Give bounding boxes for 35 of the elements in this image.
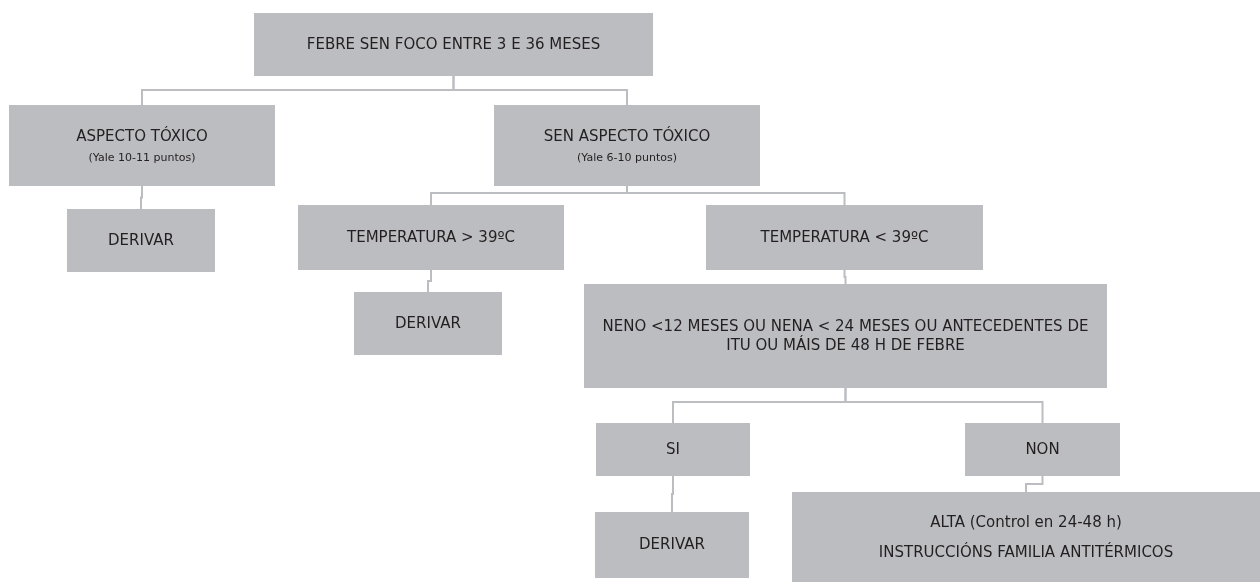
process-box xyxy=(67,209,215,272)
process-box xyxy=(494,105,760,186)
process-box xyxy=(9,105,275,186)
connector-line xyxy=(1025,475,1044,493)
process-box xyxy=(706,205,983,270)
box-heading: ASPECTO TÓXICO xyxy=(76,127,208,147)
connector-line xyxy=(626,185,846,206)
process-box xyxy=(595,512,749,578)
box-heading: FEBRE SEN FOCO ENTRE 3 E 36 MESES xyxy=(306,34,601,55)
process-box xyxy=(965,423,1120,476)
box-heading: SI xyxy=(666,439,680,460)
process-box xyxy=(298,205,564,270)
connector-line xyxy=(140,185,143,210)
box-heading: TEMPERATURA > 39ºC xyxy=(347,227,515,248)
box-heading: DERIVAR xyxy=(639,535,705,555)
connector-line xyxy=(843,269,847,285)
process-box xyxy=(584,284,1107,388)
box-heading: TEMPERATURA < 39ºC xyxy=(760,227,929,248)
box-heading: NON xyxy=(1025,439,1060,460)
box-note: (Yale 10-11 puntos) xyxy=(88,150,196,164)
process-box xyxy=(792,492,1260,582)
box-note: INSTRUCCIÓNS FAMILIA ANTITÉRMICOS xyxy=(878,542,1174,561)
process-box xyxy=(596,423,750,476)
box-heading: SEN ASPECTO TÓXICO xyxy=(543,127,711,147)
connector-line xyxy=(452,75,628,106)
box-heading: DERIVAR xyxy=(395,313,461,334)
box-heading: NENO <12 MESES OU NENA < 24 MESES OU ANTECEDENTES DE ITU OU MÁIS DE 48 H DE FEBRE xyxy=(601,316,1090,356)
connector-line xyxy=(427,269,432,293)
box-note: (Yale 6-10 puntos) xyxy=(577,150,677,164)
connector-line xyxy=(671,475,674,513)
connector-line xyxy=(844,387,1044,424)
box-heading: ALTA (Control en 24-48 h) xyxy=(930,513,1122,533)
process-box xyxy=(254,13,653,76)
box-heading: DERIVAR xyxy=(108,230,174,251)
process-box xyxy=(354,292,502,355)
